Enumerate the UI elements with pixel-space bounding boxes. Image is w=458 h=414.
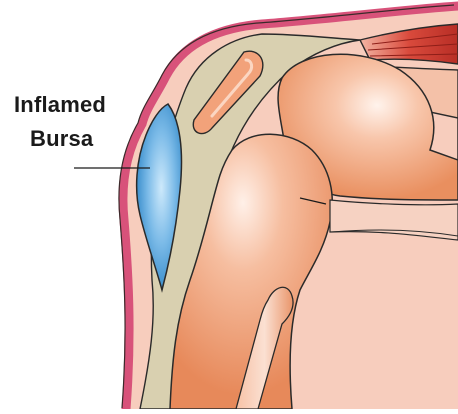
bursa-label-line-2: Bursa xyxy=(30,124,93,154)
bursa-label-line-1: Inflamed xyxy=(14,90,106,120)
